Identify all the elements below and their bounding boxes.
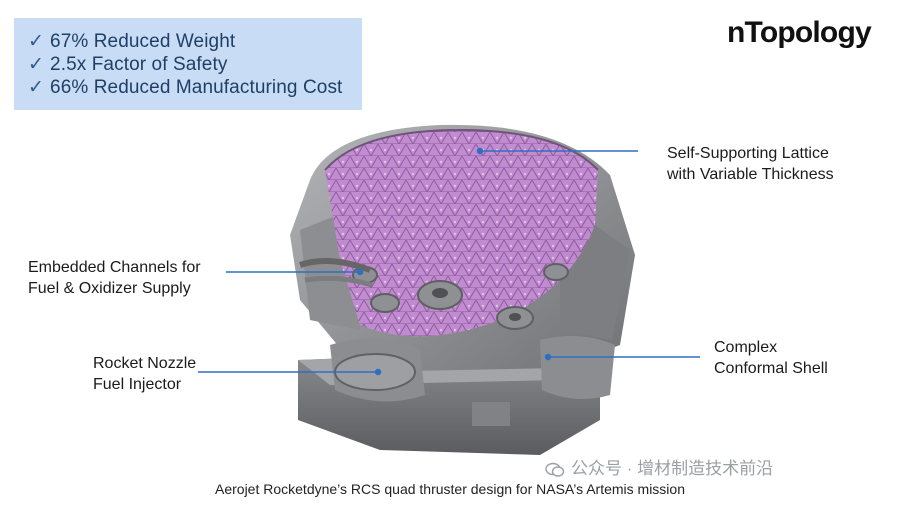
- callout-line-text: Conformal Shell: [714, 360, 828, 377]
- check-icon: ✓: [28, 31, 45, 52]
- callout-line-text: Embedded Channels for: [28, 259, 201, 276]
- benefit-text: 2.5x Factor of Safety: [50, 54, 228, 75]
- benefit-item: ✓66% Reduced Manufacturing Cost: [28, 76, 342, 99]
- callout-shell: Complex Conformal Shell: [714, 337, 828, 379]
- callout-line-text: Fuel & Oxidizer Supply: [28, 280, 191, 297]
- benefit-text: 67% Reduced Weight: [50, 31, 236, 52]
- benefit-text: 66% Reduced Manufacturing Cost: [50, 77, 343, 98]
- ntopology-logo: nTopology: [727, 16, 872, 49]
- check-icon: ✓: [28, 77, 45, 98]
- callout-channels: Embedded Channels for Fuel & Oxidizer Su…: [28, 257, 201, 299]
- benefit-item: ✓67% Reduced Weight: [28, 30, 235, 53]
- nozzle-injector: [330, 338, 425, 402]
- ports: [352, 263, 569, 330]
- check-icon: ✓: [28, 54, 45, 75]
- embedded-channels: [299, 258, 373, 288]
- figure-caption: Aerojet Rocketdyne’s RCS quad thruster d…: [215, 481, 685, 497]
- watermark: 公众号 · 增材制造技术前沿: [545, 454, 773, 479]
- callout-line-text: Complex: [714, 339, 778, 356]
- benefits-box: ✓67% Reduced Weight ✓2.5x Factor of Safe…: [14, 18, 362, 110]
- wechat-icon: [545, 462, 565, 477]
- benefit-item: ✓2.5x Factor of Safety: [28, 53, 227, 76]
- callout-nozzle: Rocket Nozzle Fuel Injector: [93, 353, 196, 395]
- watermark-text: 公众号 · 增材制造技术前沿: [571, 459, 774, 478]
- callout-lattice: Self-Supporting Lattice with Variable Th…: [667, 143, 834, 185]
- callout-lines: [198, 147, 700, 376]
- callout-line-text: Rocket Nozzle: [93, 355, 197, 372]
- callout-line-text: Fuel Injector: [93, 376, 182, 393]
- callout-line-text: Self-Supporting Lattice: [667, 145, 829, 162]
- callout-line-text: with Variable Thickness: [667, 166, 834, 183]
- lattice-region: [324, 128, 599, 337]
- shell-panel: [540, 336, 615, 399]
